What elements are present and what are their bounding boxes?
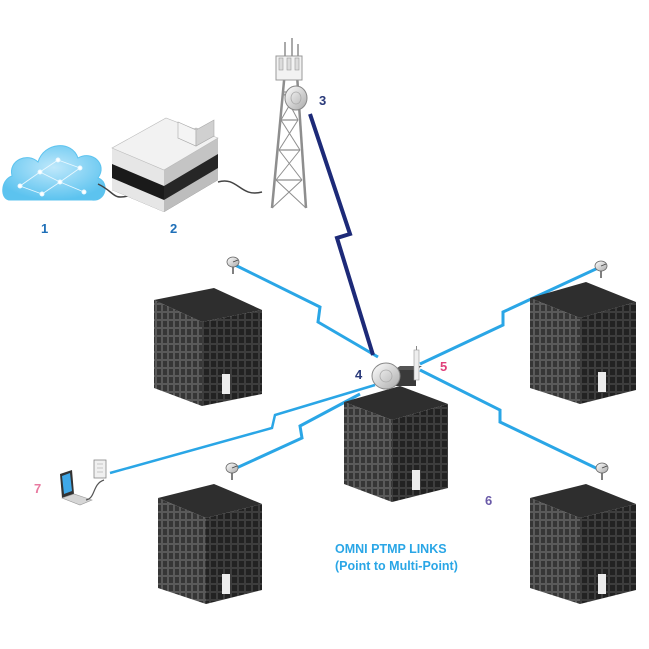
link-to-laptop <box>109 383 376 475</box>
link-to-building-bottom-right <box>419 368 601 472</box>
gateway-router-icon <box>111 117 219 212</box>
link-to-building-bottom-left <box>231 392 361 472</box>
label-hub-dish: 4 <box>355 367 363 382</box>
office-building-icon <box>158 462 262 604</box>
omni-antenna-icon <box>371 346 422 390</box>
label-router: 2 <box>170 221 178 236</box>
cable-cloud-to-router <box>97 183 129 198</box>
laptop-icon <box>60 459 107 506</box>
label-laptop-client: 7 <box>34 481 42 496</box>
link-to-building-top-left <box>232 262 379 359</box>
caption-subtitle: (Point to Multi-Point) <box>335 559 458 573</box>
office-building-icon <box>530 260 636 404</box>
cable-router-to-tower <box>217 180 263 194</box>
link-to-building-top-right <box>419 266 599 366</box>
internet-cloud-icon <box>2 145 106 201</box>
label-omni-antenna: 5 <box>440 359 448 374</box>
caption-title: OMNI PTMP LINKS <box>335 542 447 556</box>
backhaul-link <box>308 113 375 356</box>
office-building-icon <box>530 462 636 604</box>
office-building-icon <box>154 256 262 406</box>
wireless-links <box>109 113 601 475</box>
diagram-caption: OMNI PTMP LINKS (Point to Multi-Point) <box>335 541 458 575</box>
label-tower: 3 <box>319 93 327 108</box>
office-building-icon <box>344 386 448 502</box>
label-subscriber-stations: 6 <box>485 493 493 508</box>
label-internet: 1 <box>41 221 49 236</box>
radio-tower-icon <box>270 38 308 209</box>
